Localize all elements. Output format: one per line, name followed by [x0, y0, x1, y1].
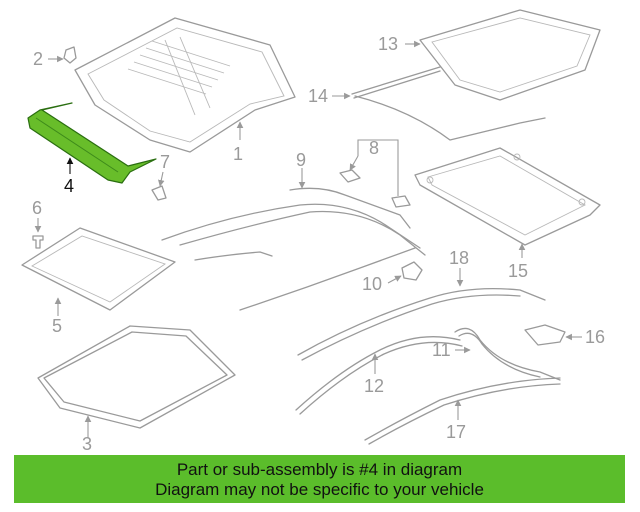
part-9-cable: [161, 168, 426, 311]
label-6: 6: [32, 198, 42, 218]
part-13-glass-panel: [405, 9, 601, 101]
label-5: 5: [52, 316, 62, 336]
part-11-drain-tube: [454, 327, 561, 381]
label-7: 7: [160, 152, 170, 172]
label-14: 14: [308, 86, 328, 106]
label-4: 4: [64, 176, 74, 196]
part-8-clips: [339, 139, 411, 208]
part-15-housing: [414, 147, 601, 258]
label-15: 15: [508, 261, 528, 281]
label-11: 11: [432, 340, 451, 360]
banner-line-1: Part or sub-assembly is #4 in diagram: [176, 460, 463, 479]
label-2: 2: [33, 49, 43, 69]
label-17: 17: [446, 422, 466, 442]
part-4-deflector: [27, 102, 157, 184]
part-6-screw: [32, 218, 44, 249]
label-18: 18: [449, 248, 469, 268]
label-13: 13: [378, 34, 398, 54]
label-1: 1: [233, 144, 243, 164]
label-9: 9: [296, 150, 306, 170]
part-7-bracket: [151, 171, 167, 201]
part-12-drain-tube: [295, 336, 463, 415]
part-5-frame: [21, 227, 176, 316]
part-18-drain-tube: [297, 268, 546, 361]
banner-line-2: Diagram may not be specific to your vehi…: [155, 480, 484, 499]
part-10-motor: [387, 261, 423, 284]
parts-diagram: 1 2 3 4 5 6 7 8 9 10 11 12 13 14 15 16 1…: [21, 9, 605, 452]
part-14-weatherstrip: [332, 66, 546, 141]
label-16: 16: [585, 327, 605, 347]
part-16-bracket: [524, 324, 582, 346]
label-10: 10: [362, 274, 382, 294]
label-3: 3: [82, 434, 92, 452]
label-8: 8: [369, 138, 379, 158]
part-17-drain-tube: [364, 377, 561, 445]
part-3-seal: [37, 325, 236, 438]
info-banner: Part or sub-assembly is #4 in diagram Di…: [14, 455, 625, 503]
part-2-clip: [48, 46, 77, 64]
part-1-roof-panel: [74, 17, 296, 153]
label-12: 12: [364, 376, 384, 396]
